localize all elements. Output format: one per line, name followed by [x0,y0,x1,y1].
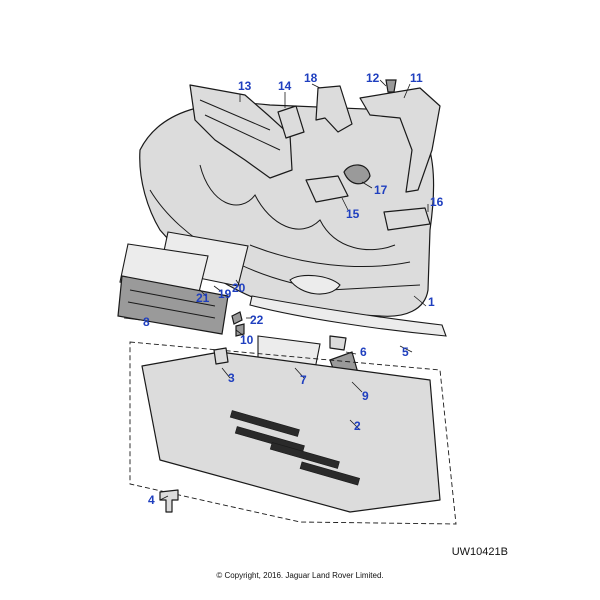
undertray-boundary [129,341,457,525]
callout-9: 9 [362,389,369,403]
screw [231,311,243,325]
callout-18: 18 [304,71,318,85]
clip [385,79,397,93]
callout-21: 21 [196,291,210,305]
undertray [141,351,441,513]
callout-7: 7 [300,373,307,387]
callout-20: 20 [232,281,246,295]
callout-14: 14 [278,79,292,93]
callout-13: 13 [238,79,252,93]
leader-lines [123,79,429,501]
callout-15: 15 [346,207,360,221]
sensor-housing [305,175,349,203]
callout-8: 8 [143,315,150,329]
callout-3: 3 [228,371,235,385]
small-cover [329,335,347,351]
callout-22: 22 [250,313,264,327]
callout-6: 6 [360,345,367,359]
sensor-block [277,105,305,139]
callout-17: 17 [374,183,388,197]
callout-5: 5 [402,345,409,359]
callout-12: 12 [366,71,380,85]
callout-11: 11 [410,71,423,85]
parking-sensor [343,164,371,185]
callout-1: 1 [428,295,435,309]
callout-16: 16 [430,195,444,209]
callout-19: 19 [218,287,232,301]
callout-4: 4 [148,493,155,507]
diagram-reference-code: UW10421B [451,546,508,558]
lower-grille [117,275,229,335]
side-bracket [359,87,441,193]
undertray-clip [213,347,229,365]
copyright-notice: © Copyright, 2016. Jaguar Land Rover Lim… [216,571,384,580]
upper-bracket [315,85,353,133]
lower-lip-strip [249,295,447,337]
bolt [159,489,179,513]
callout-10: 10 [240,333,254,347]
sensor-bracket [383,207,431,231]
callout-2: 2 [354,419,361,433]
clip-fastener [235,323,245,337]
